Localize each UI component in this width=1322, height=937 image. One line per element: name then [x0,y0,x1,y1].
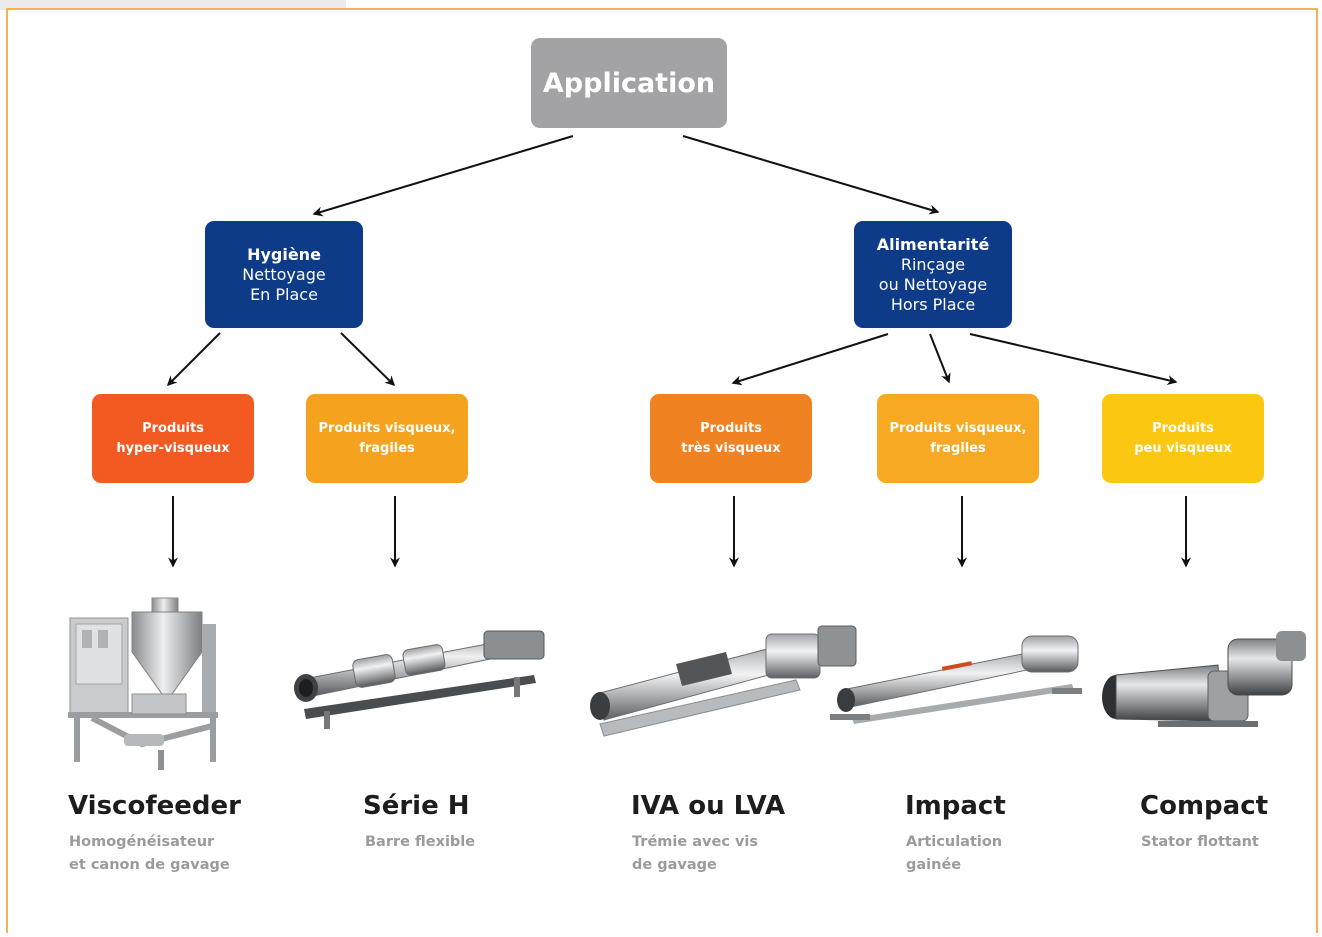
arrow-alimentarite-to-product-5 [969,333,1178,385]
arrow-hygiene-to-product-1 [166,332,221,387]
alimentarite-line-2: ou Nettoyage [878,274,988,294]
application-label: Application [542,67,716,99]
machine-4-desc: Articulation gainée [906,831,1002,877]
machine-3-desc-line-1: Trémie avec vis [632,834,759,850]
alimentarite-node: Alimentarité Rinçage ou Nettoyage Hors P… [854,221,1012,328]
machine-4-desc-line-2: gainée [906,857,962,873]
machine-2-name: Série H [363,791,470,821]
product-2-line-1: Produits visqueux, [318,420,456,436]
alimentarite-line-3: Hors Place [890,294,976,314]
machine-1-desc-line-1: Homogénéisateur [69,834,215,850]
product-3-line-2: très visqueux [681,440,781,456]
machine-1-desc-line-2: et canon de gavage [69,857,230,873]
arrow-hygiene-to-product-2 [340,332,396,387]
application-node: Application [531,38,727,128]
product-4-line-1: Produits visqueux, [889,420,1027,436]
machine-3-name: IVA ou LVA [631,791,786,821]
viscofeeder-machine-image [68,597,218,770]
machine-5-desc-line-1: Stator flottant [1141,834,1259,850]
machine-1-name: Viscofeeder [68,791,241,821]
product-node-visqueux-fragiles-1: Produits visqueux, fragiles [306,394,468,483]
product-1-line-1: Produits [142,420,204,436]
arrow-alimentarite-to-product-3 [731,333,889,386]
hygiene-title: Hygiène [247,244,321,264]
machine-1-desc: Homogénéisateur et canon de gavage [69,831,230,877]
impact-machine-image [830,635,1082,724]
arrow-root-to-hygiene [312,135,574,217]
hygiene-line-1: Nettoyage [242,264,326,284]
alimentarite-title: Alimentarité [876,234,990,254]
iva-lva-machine-image [590,625,857,737]
arrow-root-to-alimentarite [682,135,940,215]
alimentarite-line-1: Rinçage [900,254,966,274]
product-node-tres-visqueux: Produits très visqueux [650,394,812,483]
machine-4-name: Impact [905,791,1006,821]
hygiene-line-2: En Place [250,284,318,304]
product-1-line-2: hyper-visqueux [116,440,230,456]
machine-2-desc-line-1: Barre flexible [365,834,476,850]
product-node-peu-visqueux: Produits peu visqueux [1102,394,1264,483]
machine-3-desc-line-2: de gavage [632,857,717,873]
product-node-visqueux-fragiles-2: Produits visqueux, fragiles [877,394,1039,483]
machine-2-desc: Barre flexible [365,831,475,854]
page-frame [6,8,1318,933]
product-2-line-2: fragiles [359,440,415,456]
serie-h-machine-image [294,630,545,729]
product-5-line-1: Produits [1152,420,1214,436]
product-3-line-1: Produits [700,420,762,436]
machine-5-name: Compact [1140,791,1269,821]
compact-machine-image [1102,631,1306,727]
machine-5-desc: Stator flottant [1141,831,1259,854]
top-gray-strip [0,0,346,10]
machine-3-desc: Trémie avec vis de gavage [632,831,758,877]
product-4-line-2: fragiles [930,440,986,456]
product-5-line-2: peu visqueux [1134,440,1232,456]
machine-4-desc-line-1: Articulation [906,834,1003,850]
product-node-hyper-visqueux: Produits hyper-visqueux [92,394,254,483]
arrow-alimentarite-to-product-4 [929,333,951,384]
hygiene-node: Hygiène Nettoyage En Place [205,221,363,328]
